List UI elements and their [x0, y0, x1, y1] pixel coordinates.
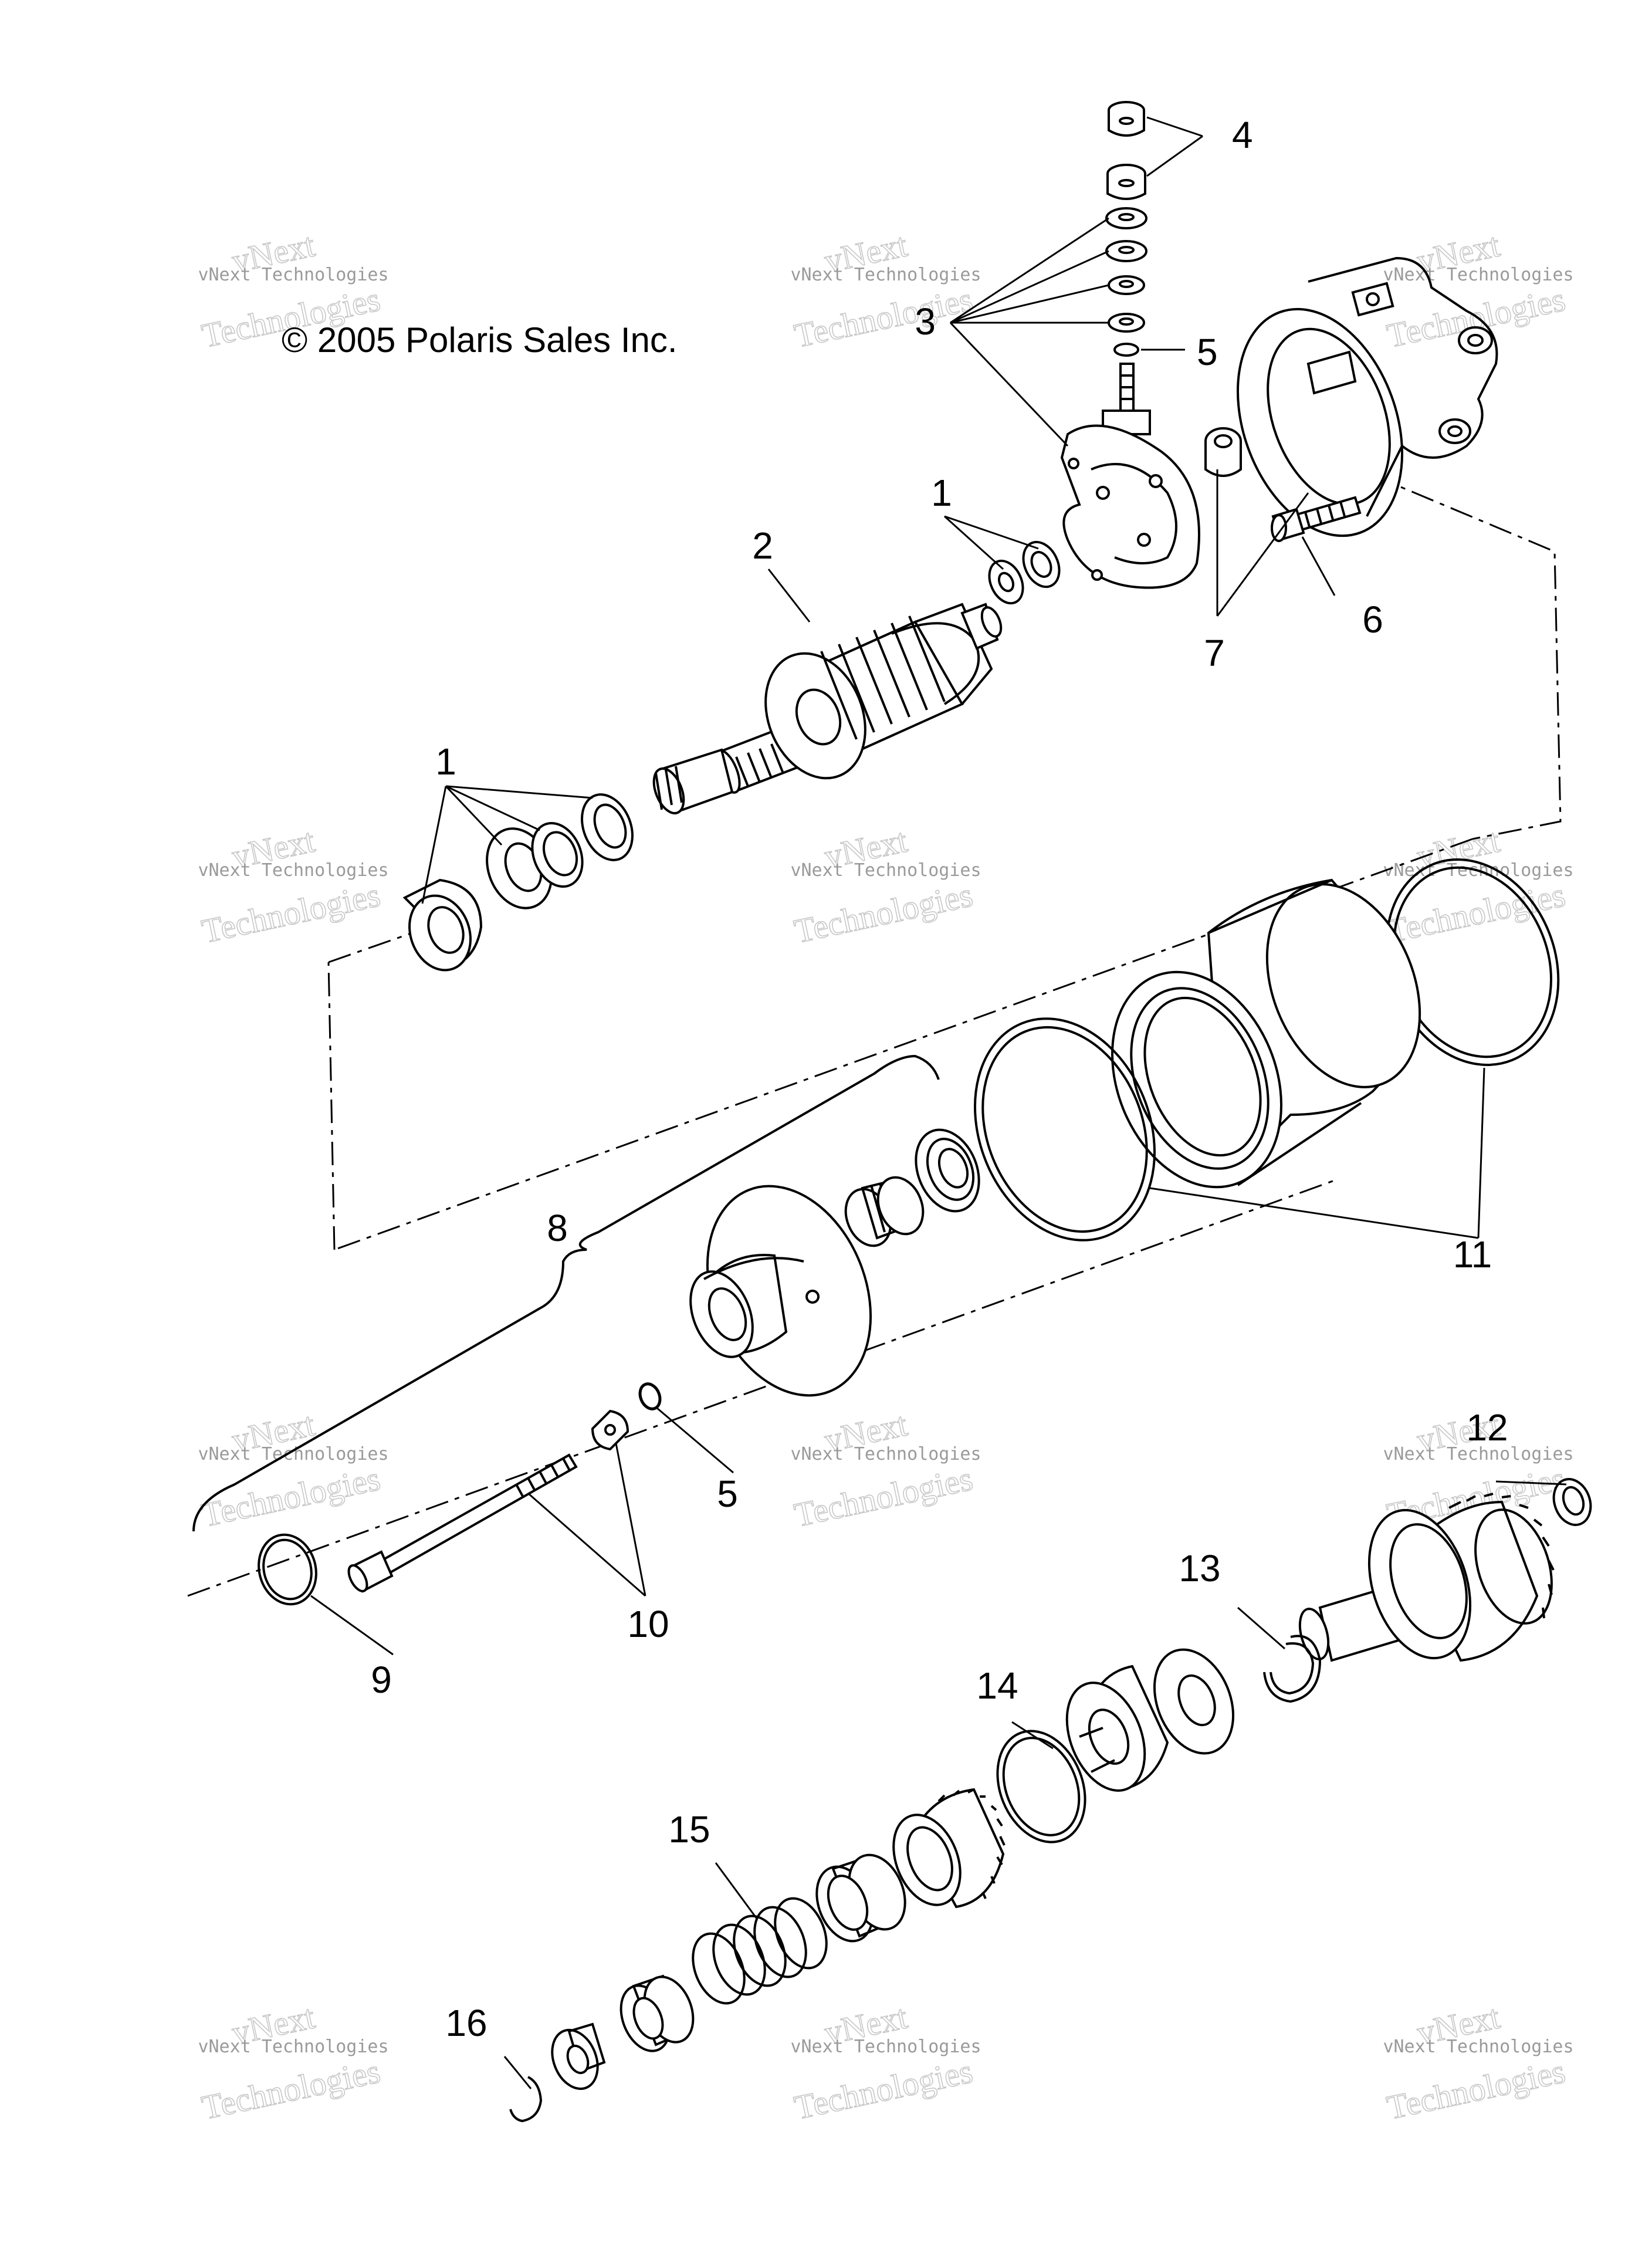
stopper-collar [1052, 1666, 1167, 1802]
callout-5-top: 5 [1197, 331, 1218, 373]
part-1-washers-lower [400, 787, 642, 979]
watermark-mid-right: vNext vNext Technologies Technologies [1383, 821, 1573, 951]
part-2-armature [648, 604, 1005, 817]
part-10-washer [593, 1411, 628, 1449]
svg-text:vNext Technologies: vNext Technologies [790, 2037, 981, 2057]
part-8-brace [192, 1054, 940, 1532]
callout-8: 8 [547, 1207, 568, 1249]
watermark-lower-left: vNext vNext Technologies Technologies [198, 1405, 388, 1535]
part-3-washers [1106, 208, 1146, 331]
callout-15: 15 [668, 1808, 710, 1851]
part-5-oring-lower [637, 1381, 663, 1412]
svg-text:Technologies: Technologies [198, 1459, 383, 1534]
needle-bearing [838, 1171, 931, 1253]
part-11-yoke-housing [1082, 861, 1448, 1213]
part-13-snap-ring [1264, 1636, 1320, 1701]
part-10-through-bolt [345, 1455, 576, 1594]
stop-ring [544, 2023, 606, 2095]
svg-text:Technologies: Technologies [791, 1459, 976, 1534]
svg-text:vNext Technologies: vNext Technologies [198, 1444, 388, 1464]
part-14-oring [981, 1718, 1101, 1855]
part-8-drive-end-bracket [678, 1162, 901, 1420]
callout-1-upper: 1 [931, 472, 952, 514]
svg-text:vNext Technologies: vNext Technologies [790, 1444, 981, 1464]
callout-2: 2 [752, 525, 773, 567]
watermark-bottom-left: vNext vNext Technologies Technologies [198, 1997, 388, 2127]
svg-text:vNext Technologies: vNext Technologies [1383, 1444, 1573, 1464]
part-4-nuts [1108, 102, 1145, 199]
ball-bearing [905, 1121, 991, 1221]
part-7-end-housing [1208, 258, 1497, 559]
svg-text:Technologies: Technologies [198, 2052, 383, 2127]
watermark-lower-center: vNext vNext Technologies Technologies [790, 1405, 981, 1535]
callout-14: 14 [976, 1665, 1018, 1707]
callout-11: 11 [1453, 1233, 1492, 1276]
svg-text:vNext Technologies: vNext Technologies [198, 265, 388, 285]
watermark-mid-center: vNext vNext Technologies Technologies [790, 821, 981, 951]
callout-1-lower: 1 [435, 740, 456, 783]
retainer [612, 1970, 702, 2058]
callout-4: 4 [1232, 114, 1253, 156]
svg-text:Technologies: Technologies [1383, 2052, 1568, 2127]
svg-text:Technologies: Technologies [198, 875, 383, 950]
watermark-mid-left: vNext vNext Technologies Technologies [198, 821, 388, 951]
pinion-gear [881, 1789, 1004, 1915]
callout-7: 7 [1204, 632, 1225, 674]
svg-text:vNext Technologies: vNext Technologies [1383, 265, 1573, 285]
callout-13: 13 [1179, 1547, 1220, 1589]
copyright-notice: © 2005 Polaris Sales Inc. [282, 320, 678, 360]
svg-text:Technologies: Technologies [791, 280, 976, 355]
watermark-top-center: vNext vNext Technologies Technologies [790, 225, 981, 356]
thrust-washer [1140, 1638, 1248, 1765]
part-16-snap-ring [510, 2077, 541, 2121]
brush-plate [1062, 364, 1199, 588]
svg-text:vNext Technologies: vNext Technologies [198, 860, 388, 881]
callout-3: 3 [915, 300, 936, 343]
part-6-bolt [1272, 498, 1360, 541]
callout-12: 12 [1466, 1406, 1508, 1449]
part-11-oring-left [943, 992, 1187, 1267]
callout-16: 16 [445, 2002, 487, 2044]
leader-lines [310, 116, 1567, 2089]
sleeve [806, 1846, 915, 1949]
watermark-bottom-center: vNext vNext Technologies Technologies [790, 1997, 981, 2127]
svg-text:vNext Technologies: vNext Technologies [790, 265, 981, 285]
part-5-oring-top [1115, 344, 1138, 356]
callout-9: 9 [371, 1659, 392, 1701]
svg-text:vNext Technologies: vNext Technologies [1383, 2037, 1573, 2057]
svg-text:Technologies: Technologies [791, 875, 976, 950]
callout-10: 10 [627, 1603, 669, 1645]
part-1-washers-upper [983, 536, 1066, 609]
part-12-washer [1548, 1474, 1597, 1530]
part-9-oring [251, 1528, 324, 1611]
callout-5-lower: 5 [717, 1473, 738, 1515]
part-15-spring [683, 1891, 837, 2011]
watermark-bottom-right: vNext vNext Technologies Technologies [1383, 1997, 1573, 2127]
svg-text:Technologies: Technologies [791, 2052, 976, 2127]
part-7-bushing [1206, 428, 1241, 476]
callout-6: 6 [1362, 598, 1383, 641]
part-12-clutch-shaft [1295, 1494, 1565, 1671]
svg-text:vNext Technologies: vNext Technologies [790, 860, 981, 881]
svg-text:vNext Technologies: vNext Technologies [198, 2037, 388, 2057]
